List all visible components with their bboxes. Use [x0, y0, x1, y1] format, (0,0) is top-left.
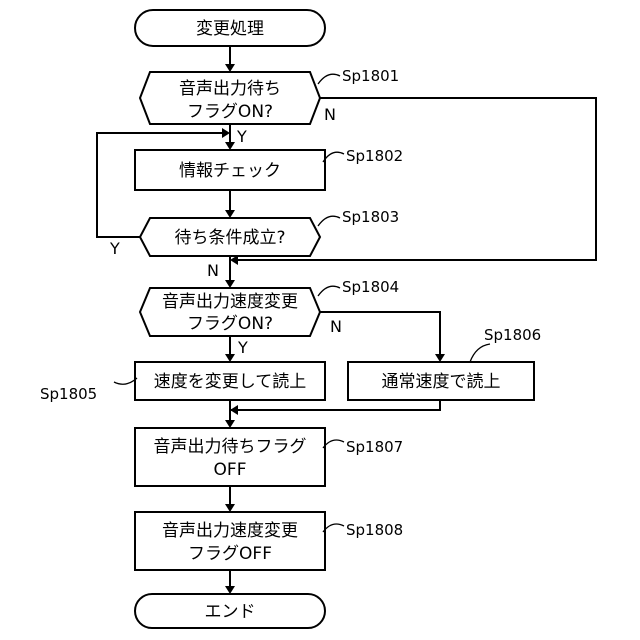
label-sp1803: Sp1803	[342, 208, 399, 226]
leader-1803	[318, 216, 340, 226]
decision-1804-line1: 音声出力速度変更	[162, 292, 298, 312]
arrowhead	[225, 142, 235, 150]
decision-1803-text: 待ち条件成立?	[174, 228, 285, 248]
start-text: 変更処理	[196, 19, 264, 39]
decision-1801: 音声出力待ち フラグON?	[140, 72, 320, 124]
decision-1801-line1: 音声出力待ち	[179, 79, 281, 99]
decision-1803: 待ち条件成立?	[140, 218, 320, 256]
process-1807-line1: 音声出力待ちフラグ	[154, 437, 307, 457]
leader-1804	[318, 286, 340, 296]
process-1802-text: 情報チェック	[179, 161, 281, 181]
branch-no-1803: N	[207, 261, 219, 280]
decision-1804: 音声出力速度変更 フラグON?	[140, 288, 320, 336]
label-sp1806: Sp1806	[484, 326, 541, 344]
leader-1805	[114, 378, 137, 384]
arrowhead	[230, 405, 238, 415]
arrowhead	[435, 354, 445, 362]
process-1802: 情報チェック	[135, 150, 325, 190]
process-1808-line2: フラグOFF	[188, 544, 272, 564]
leader-1801	[318, 74, 340, 84]
branch-yes-1804: Y	[237, 338, 248, 357]
end-terminal: エンド	[135, 594, 325, 628]
process-1806-text: 通常速度で読上	[382, 372, 501, 392]
branch-no-1801: N	[324, 105, 336, 124]
process-1805: 速度を変更して読上	[135, 362, 325, 400]
label-sp1802: Sp1802	[346, 147, 403, 165]
arrowhead	[225, 504, 235, 512]
process-1807: 音声出力待ちフラグ OFF	[135, 428, 325, 486]
label-sp1807: Sp1807	[346, 438, 403, 456]
process-1806: 通常速度で読上	[348, 362, 534, 400]
process-1805-text: 速度を変更して読上	[154, 372, 307, 392]
arrowhead	[225, 586, 235, 594]
label-sp1805: Sp1805	[40, 385, 97, 403]
arrowhead	[225, 420, 235, 428]
branch-no-1804: N	[330, 317, 342, 336]
label-sp1801: Sp1801	[342, 67, 399, 85]
arrowhead	[225, 280, 235, 288]
connector-1806-merge	[230, 400, 440, 410]
branch-yes-1801: Y	[236, 127, 247, 146]
leader-1802	[323, 152, 344, 162]
leader-1808	[323, 524, 344, 532]
label-sp1808: Sp1808	[346, 521, 403, 539]
process-1807-line2: OFF	[214, 460, 247, 480]
decision-1804-line2: フラグON?	[187, 314, 273, 334]
label-sp1804: Sp1804	[342, 278, 399, 296]
arrowhead	[225, 354, 235, 362]
arrowhead	[225, 64, 235, 72]
process-1808-line1: 音声出力速度変更	[162, 521, 298, 541]
leader-1807	[323, 440, 344, 448]
arrowhead	[222, 128, 230, 138]
arrowhead	[225, 210, 235, 218]
start-terminal: 変更処理	[135, 10, 325, 46]
leader-1806	[470, 344, 490, 362]
branch-yes-1803: Y	[109, 239, 120, 258]
end-text: エンド	[205, 602, 256, 622]
decision-1801-line2: フラグON?	[187, 102, 273, 122]
process-1808: 音声出力速度変更 フラグOFF	[135, 512, 325, 570]
